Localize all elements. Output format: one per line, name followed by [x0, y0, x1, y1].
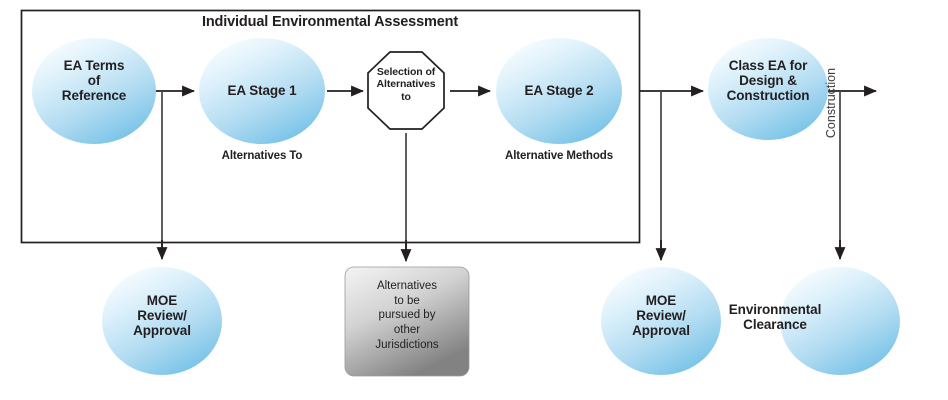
node-ea-stage-2 — [496, 38, 622, 144]
node-ea-stage-1 — [199, 38, 325, 144]
node-moe-review-approval-2 — [601, 267, 721, 375]
node-ea-terms-of-reference — [32, 38, 156, 144]
connector-lines — [151, 85, 878, 263]
node-selection-octagon — [367, 51, 445, 130]
node-environmental-clearance — [780, 267, 900, 375]
container-box — [20, 9, 641, 244]
node-class-ea — [708, 38, 828, 140]
node-alternatives-other-jurisdictions — [344, 266, 470, 377]
node-moe-review-approval-1 — [102, 267, 222, 375]
